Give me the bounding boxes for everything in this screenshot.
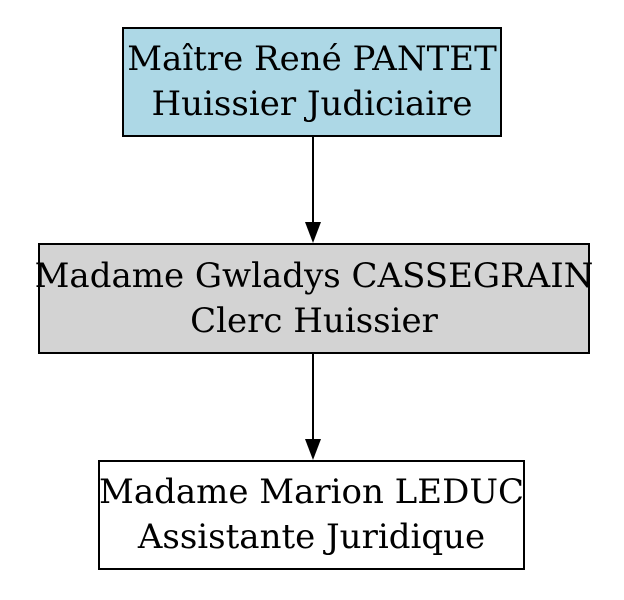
arrow-pantet-to-cassegrain: [303, 137, 323, 243]
arrow-cassegrain-to-leduc: [303, 354, 323, 460]
arrow-shaft: [312, 137, 314, 224]
person-name: Madame Marion LEDUC: [99, 472, 524, 512]
org-node-pantet: Maître René PANTET Huissier Judiciaire: [122, 27, 502, 137]
arrowhead-down-icon: [305, 222, 321, 243]
org-node-cassegrain: Madame Gwladys CASSEGRAIN Clerc Huissier: [35, 243, 593, 354]
person-name: Madame Gwladys CASSEGRAIN: [34, 255, 594, 296]
arrow-shaft: [312, 354, 314, 441]
org-node-leduc: Madame Marion LEDUC Assistante Juridique: [98, 460, 525, 570]
person-role: Assistante Juridique: [137, 517, 486, 557]
arrowhead-down-icon: [305, 439, 321, 460]
person-name: Maître René PANTET: [127, 39, 497, 79]
person-role: Clerc Huissier: [190, 300, 438, 341]
person-role: Huissier Judiciaire: [151, 84, 473, 124]
